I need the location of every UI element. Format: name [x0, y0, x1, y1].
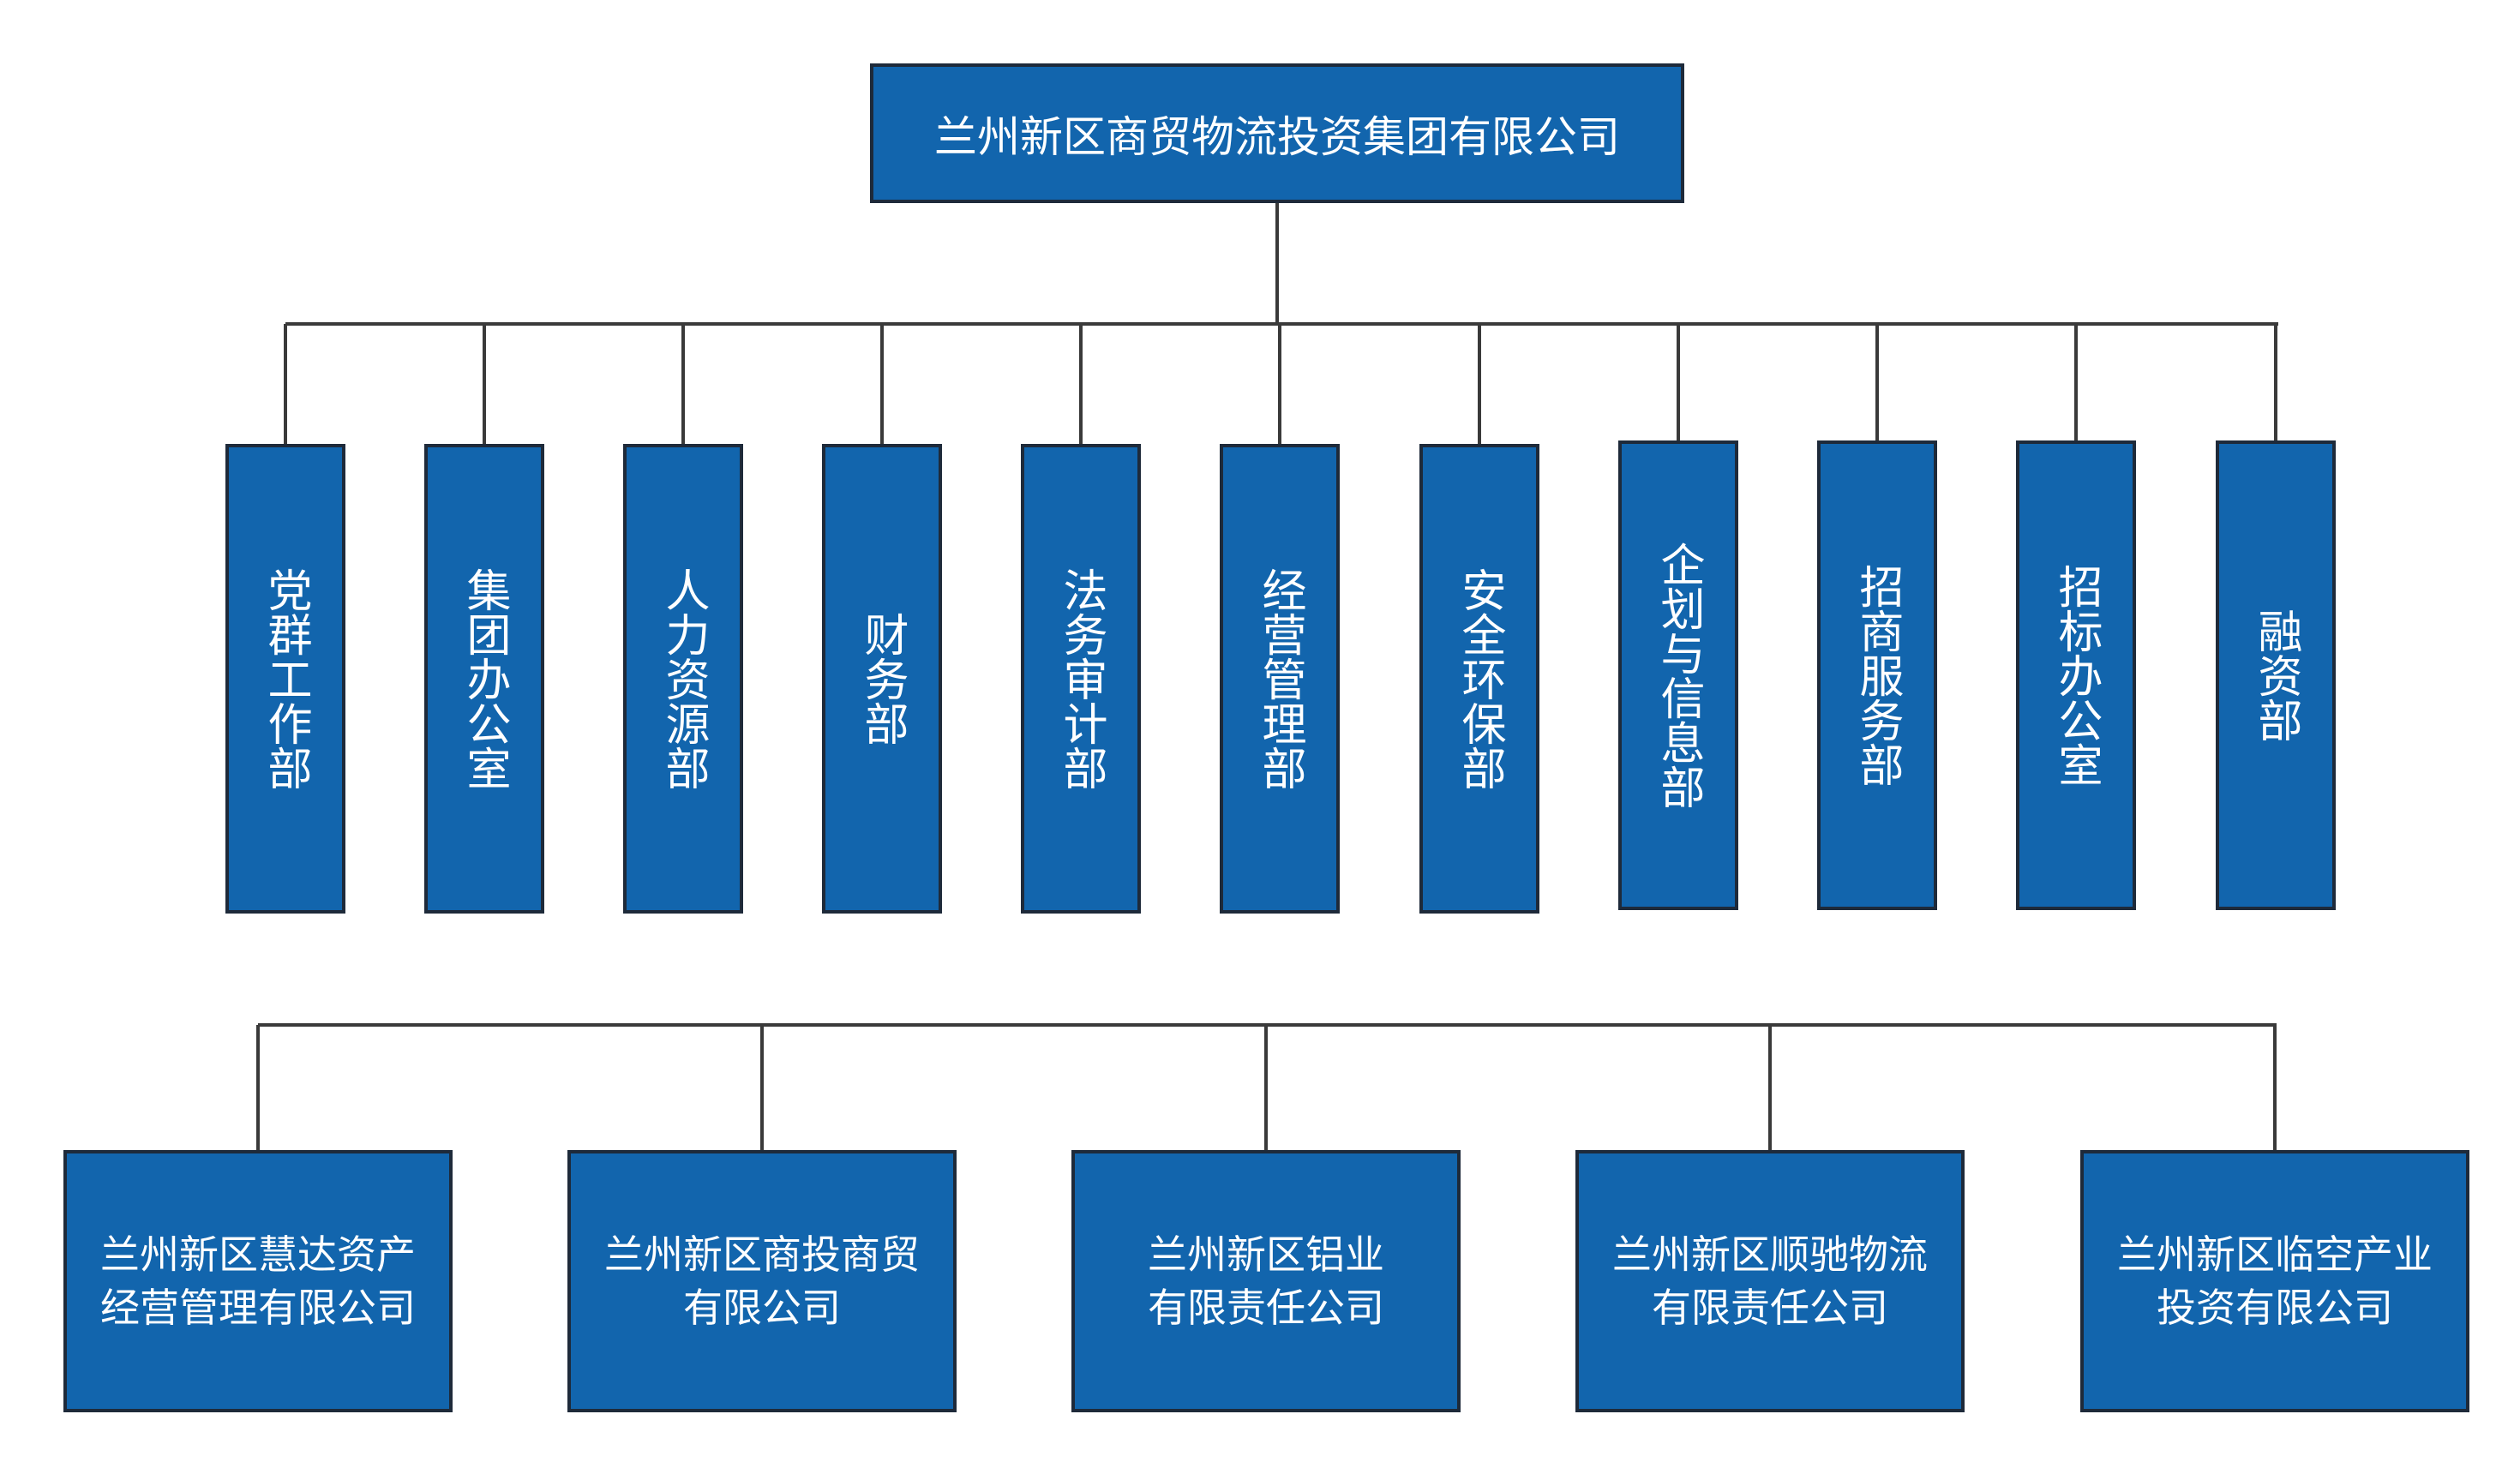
subsidiary-box: 兰州新区商投商贸 有限公司 — [567, 1150, 957, 1412]
department-box: 集团办公室 — [424, 444, 544, 914]
department-label: 人力资源部 — [657, 567, 709, 790]
department-label: 法务审计部 — [1055, 567, 1107, 790]
department-label: 招标办公室 — [2050, 564, 2102, 787]
subsidiary-box: 兰州新区铝业 有限责任公司 — [1071, 1150, 1461, 1412]
subsidiary-box: 兰州新区慧达资产 经营管理有限公司 — [63, 1150, 453, 1412]
subsidiary-name-line: 有限公司 — [683, 1285, 841, 1331]
subsidiary-name-line: 投资有限公司 — [2157, 1285, 2393, 1331]
root-company-label: 兰州新区商贸物流投资集团有限公司 — [934, 111, 1620, 162]
department-box: 经营管理部 — [1220, 444, 1340, 914]
department-label: 融资部 — [2250, 608, 2301, 742]
department-box: 安全环保部 — [1419, 444, 1539, 914]
subsidiary-name-line: 有限责任公司 — [1148, 1285, 1384, 1331]
subsidiary-name-line: 兰州新区慧达资产 — [100, 1231, 416, 1278]
department-box: 党群工作部 — [225, 444, 345, 914]
department-label: 招商服务部 — [1851, 564, 1903, 787]
subsidiary-name-line: 经营管理有限公司 — [100, 1285, 416, 1331]
department-label: 安全环保部 — [1454, 567, 1505, 790]
department-box: 招标办公室 — [2016, 440, 2136, 910]
department-box: 财务部 — [822, 444, 942, 914]
department-box: 法务审计部 — [1021, 444, 1141, 914]
department-label: 党群工作部 — [260, 567, 311, 790]
subsidiary-name-line: 兰州新区顺驰物流 — [1612, 1231, 1928, 1278]
department-label: 经营管理部 — [1254, 567, 1305, 790]
subsidiary-name-line: 兰州新区铝业 — [1148, 1231, 1384, 1278]
department-label: 企划与信息部 — [1653, 542, 1704, 809]
subsidiary-name-line: 兰州新区商投商贸 — [604, 1231, 920, 1278]
subsidiary-name-line: 有限责任公司 — [1652, 1285, 1888, 1331]
subsidiary-name-line: 兰州新区临空产业 — [2117, 1231, 2433, 1278]
root-company-box: 兰州新区商贸物流投资集团有限公司 — [870, 63, 1684, 203]
department-label: 财务部 — [856, 612, 908, 746]
department-box: 招商服务部 — [1817, 440, 1937, 910]
department-box: 人力资源部 — [623, 444, 743, 914]
department-label: 集团办公室 — [459, 567, 510, 790]
subsidiary-box: 兰州新区临空产业 投资有限公司 — [2080, 1150, 2469, 1412]
subsidiary-box: 兰州新区顺驰物流 有限责任公司 — [1575, 1150, 1965, 1412]
department-box: 融资部 — [2216, 440, 2336, 910]
department-box: 企划与信息部 — [1618, 440, 1738, 910]
